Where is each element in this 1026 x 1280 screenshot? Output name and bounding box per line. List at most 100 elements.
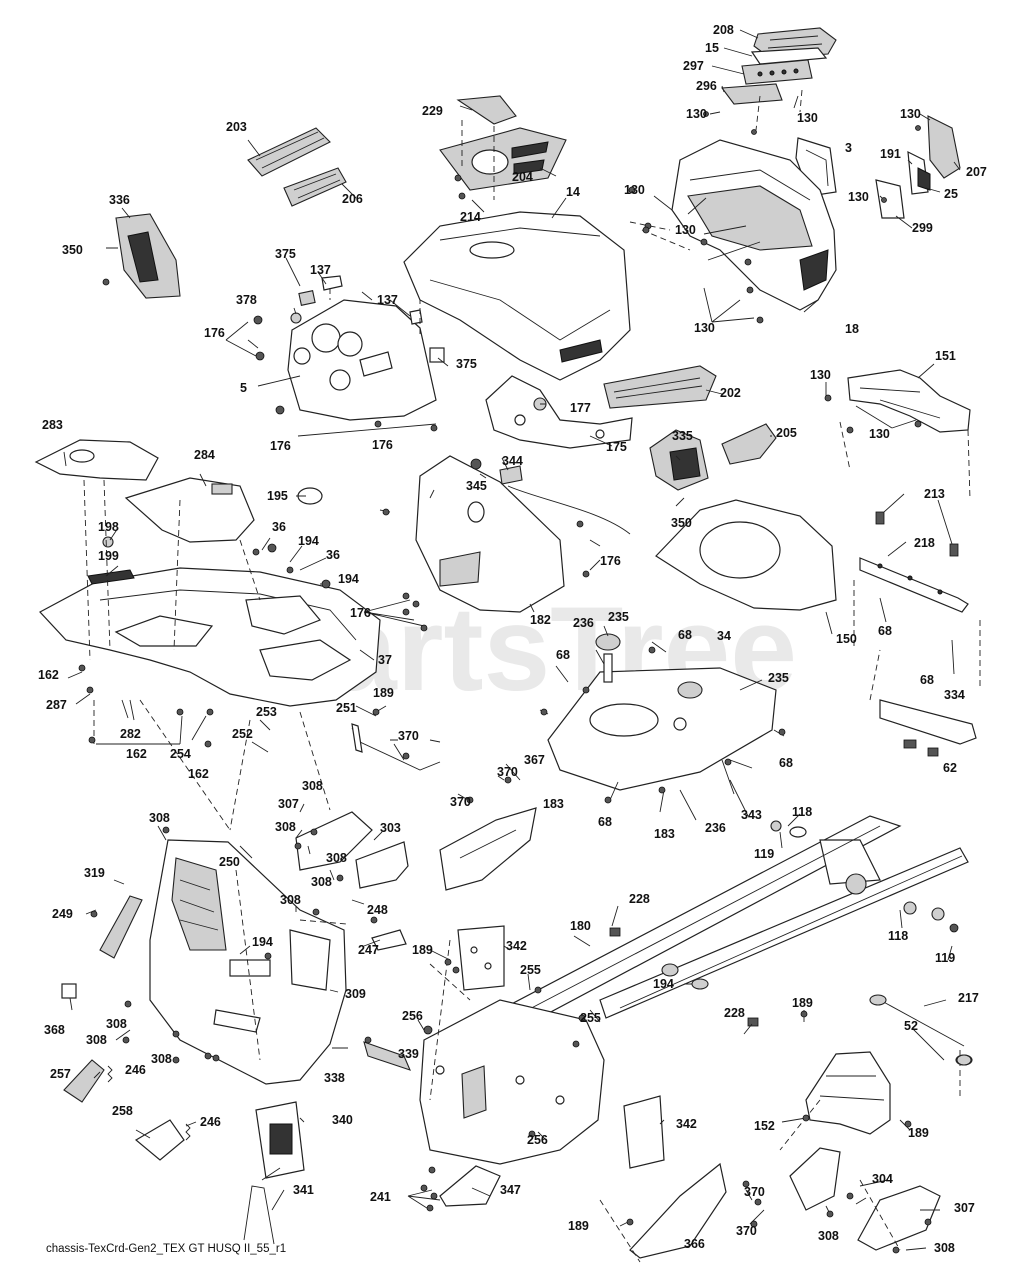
part-347-bracket[interactable] xyxy=(439,1165,501,1207)
part-319-handle[interactable] xyxy=(99,895,143,959)
callout-258: 258 xyxy=(112,1104,133,1118)
part-25-bulb[interactable] xyxy=(917,167,931,191)
part-218-bar[interactable] xyxy=(859,557,969,613)
part-frame-side-plate[interactable] xyxy=(419,999,605,1165)
part-297-grille[interactable] xyxy=(741,59,813,85)
part-228-bolt[interactable] xyxy=(609,927,759,1027)
callout-247: 247 xyxy=(358,943,379,957)
callout-130: 130 xyxy=(675,223,696,237)
part-341-clip[interactable] xyxy=(243,1185,275,1245)
part-258-latch[interactable] xyxy=(134,1119,185,1161)
part-366-plate[interactable] xyxy=(629,1162,727,1259)
callout-176: 176 xyxy=(372,438,393,452)
callout-252: 252 xyxy=(232,727,253,741)
callout-labels: 208 15 297 296 130 130 3 130 191 207 25 … xyxy=(38,23,987,1255)
callout-246: 246 xyxy=(200,1115,221,1129)
part-340-cover[interactable] xyxy=(255,1101,305,1179)
callout-319: 319 xyxy=(84,866,105,880)
callout-199: 199 xyxy=(98,549,119,563)
part-62-bolt[interactable] xyxy=(903,739,939,757)
part-251-rod[interactable] xyxy=(351,723,441,771)
part-334-bracket[interactable] xyxy=(879,699,977,745)
callout-68: 68 xyxy=(556,648,570,662)
callout-287: 287 xyxy=(46,698,67,712)
part-205-trim[interactable] xyxy=(721,423,777,465)
part-202-grille[interactable] xyxy=(603,365,717,409)
callout-194: 194 xyxy=(252,935,273,949)
part-304-cover[interactable] xyxy=(789,1147,841,1211)
callout-307: 307 xyxy=(278,797,299,811)
part-217-tie-rod[interactable] xyxy=(869,994,973,1066)
part-37-fender[interactable] xyxy=(39,567,381,707)
callout-151: 151 xyxy=(935,349,956,363)
callout-183: 183 xyxy=(543,797,564,811)
part-378-cap[interactable] xyxy=(290,312,302,324)
callout-370: 370 xyxy=(736,1224,757,1238)
callout-350: 350 xyxy=(62,243,83,257)
callout-137: 137 xyxy=(377,293,398,307)
part-14-hood[interactable] xyxy=(403,211,631,381)
part-199-label[interactable] xyxy=(87,569,135,585)
part-150-shield[interactable] xyxy=(655,499,837,611)
callout-308: 308 xyxy=(275,820,296,834)
part-303-bracket[interactable] xyxy=(355,841,409,889)
part-206-grip[interactable] xyxy=(283,167,347,207)
part-257-latch[interactable] xyxy=(63,1059,105,1103)
callout-308: 308 xyxy=(934,1241,955,1255)
callout-308: 308 xyxy=(311,875,332,889)
callout-189: 189 xyxy=(908,1126,929,1140)
callout-214: 214 xyxy=(460,210,481,224)
callout-366: 366 xyxy=(684,1237,705,1251)
part-5-dash-console[interactable] xyxy=(287,299,437,421)
callout-308: 308 xyxy=(86,1033,107,1047)
part-207-headlight[interactable] xyxy=(927,115,961,179)
callout-177: 177 xyxy=(570,401,591,415)
callout-308: 308 xyxy=(151,1052,172,1066)
part-247-clip[interactable] xyxy=(371,929,407,951)
callout-307: 307 xyxy=(954,1201,975,1215)
part-175-bracket[interactable] xyxy=(485,375,633,449)
part-204-dash-panel[interactable] xyxy=(439,127,567,191)
part-137-clip-b[interactable] xyxy=(409,309,423,325)
callout-176: 176 xyxy=(600,554,621,568)
callout-189: 189 xyxy=(568,1219,589,1233)
callout-344: 344 xyxy=(502,454,523,468)
part-137-clip[interactable] xyxy=(321,275,343,291)
callout-204: 204 xyxy=(512,170,533,184)
part-336-side-panel[interactable] xyxy=(115,213,181,299)
part-375-knob[interactable] xyxy=(298,290,316,306)
part-368-label[interactable] xyxy=(61,983,77,999)
part-307-cover-lower[interactable] xyxy=(857,1185,941,1251)
part-18-front-hood[interactable] xyxy=(671,139,837,311)
part-296-bracket[interactable] xyxy=(720,83,783,105)
part-236-shaft[interactable] xyxy=(603,653,613,683)
callout-235: 235 xyxy=(768,671,789,685)
part-375-knob-b[interactable] xyxy=(429,347,445,363)
part-283-fender-cover[interactable] xyxy=(34,439,159,481)
callout-194: 194 xyxy=(338,572,359,586)
part-342-plate-lower[interactable] xyxy=(623,1095,665,1169)
diagram-caption: chassis-TexCrd-Gen2_TEX GT HUSQ II_55_r1 xyxy=(46,1243,286,1255)
part-284-panel[interactable] xyxy=(124,477,255,543)
part-342-bracket[interactable] xyxy=(457,925,505,991)
part-180-frame[interactable] xyxy=(498,815,969,1023)
part-307-panel[interactable] xyxy=(295,811,373,871)
callout-130: 130 xyxy=(797,111,818,125)
part-229-cover[interactable] xyxy=(456,95,517,125)
part-339-lever[interactable] xyxy=(363,1041,411,1071)
callout-256: 256 xyxy=(402,1009,423,1023)
part-299-housing[interactable] xyxy=(875,179,905,219)
callout-36: 36 xyxy=(326,548,340,562)
part-203-handle[interactable] xyxy=(247,127,331,177)
part-335-cover[interactable] xyxy=(649,429,709,491)
part-344-cable[interactable] xyxy=(499,465,631,535)
part-213-bolt[interactable] xyxy=(875,511,959,557)
part-34-plate[interactable] xyxy=(547,667,777,791)
callout-152: 152 xyxy=(754,1119,775,1133)
part-152-seat-bracket[interactable] xyxy=(805,1051,891,1135)
part-246-spring[interactable] xyxy=(107,1065,191,1141)
part-15-trim[interactable] xyxy=(750,47,828,65)
part-367-bracket[interactable] xyxy=(439,807,537,891)
part-235-washer[interactable] xyxy=(595,633,621,651)
